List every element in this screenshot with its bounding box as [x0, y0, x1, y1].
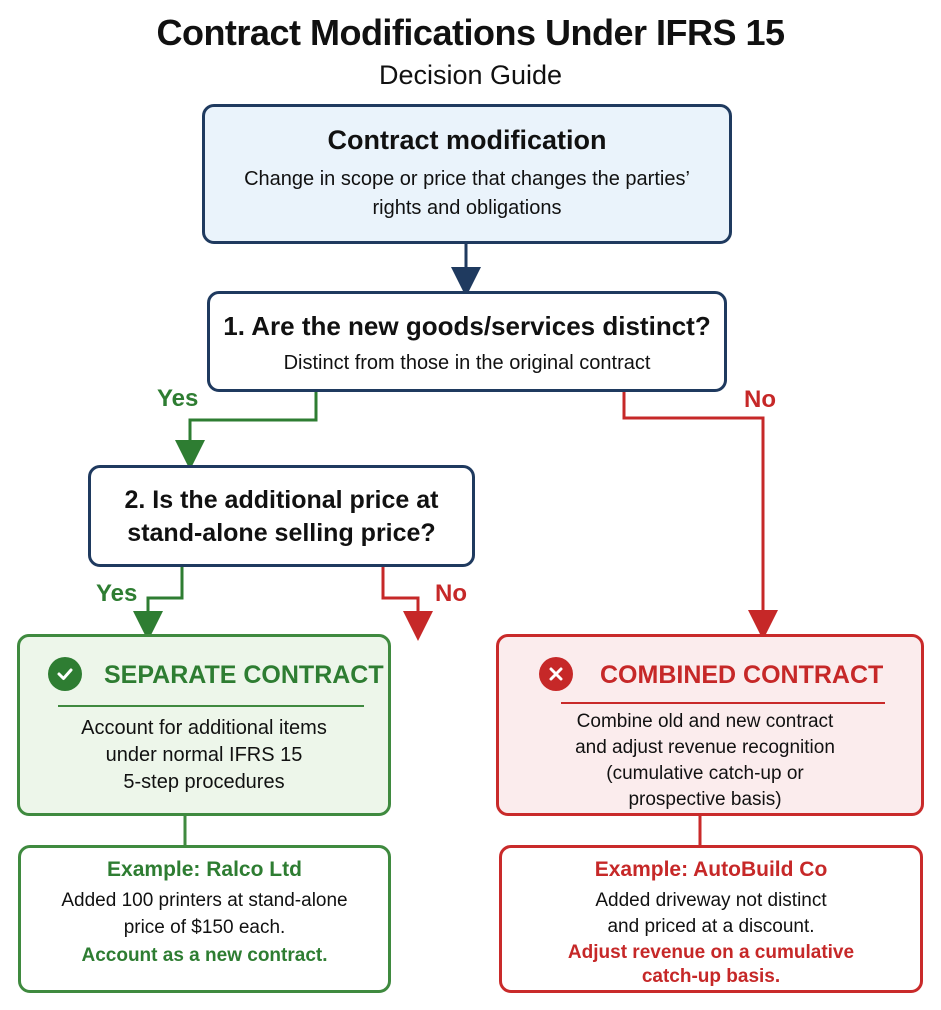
separate-divider — [58, 705, 364, 707]
example-separate-text-line2: price of $150 each. — [123, 917, 286, 938]
separate-text-line2: under normal IFRS 15 — [105, 744, 303, 766]
example-separate-text-line1: Added 100 printers at stand-alone — [61, 890, 348, 911]
page-subtitle: Decision Guide — [378, 60, 563, 90]
combined-text-line4: prospective basis) — [628, 789, 782, 810]
question-2-title-line2: stand-alone selling price? — [127, 519, 436, 547]
example-combined-conclusion-line1: Adjust revenue on a cumulative — [567, 942, 855, 963]
arrow-q1-no — [622, 391, 778, 640]
example-combined-text-line2: and priced at a discount. — [607, 916, 815, 937]
question-1-no-label: No — [744, 386, 776, 413]
separate-text-line1: Account for additional items — [81, 717, 327, 739]
example-combined-conclusion-line2: catch-up basis. — [641, 966, 781, 987]
start-text-line2: rights and obligations — [372, 197, 562, 219]
question-1-yes-label: Yes — [157, 385, 199, 412]
arrow-q1-yes — [175, 391, 318, 470]
question-1-title: 1. Are the new goods/services distinct? — [223, 311, 711, 341]
combined-contract-title: COMBINED CONTRACT — [600, 661, 884, 689]
question-2-no-label: No — [435, 580, 467, 607]
example-combined-box: Example: AutoBuild Co Added driveway not… — [499, 845, 923, 993]
combined-text-line3: (cumulative catch-up or — [606, 763, 804, 784]
separate-text-line3: 5-step procedures — [123, 771, 285, 793]
example-separate-conclusion: Account as a new contract. — [81, 945, 328, 966]
separate-contract-title: SEPARATE CONTRACT — [104, 661, 384, 689]
example-combined-title: Example: AutoBuild Co — [594, 858, 828, 881]
question-1-box: 1. Are the new goods/services distinct? … — [207, 291, 727, 392]
question-2-title-line1: 2. Is the additional price at — [124, 486, 439, 514]
example-separate-title: Example: Ralco Ltd — [107, 858, 302, 881]
question-2-box: 2. Is the additional price at stand-alon… — [88, 465, 475, 567]
arrow-q2-no — [381, 566, 433, 641]
combined-text-line2: and adjust revenue recognition — [575, 737, 835, 758]
check-icon — [48, 657, 82, 691]
start-title: Contract modification — [327, 125, 607, 155]
x-icon — [539, 657, 573, 691]
combined-contract-text: Combine old and new contract and adjust … — [499, 709, 911, 813]
combined-divider — [561, 702, 885, 704]
question-1-text: Distinct from those in the original cont… — [283, 352, 651, 374]
separate-contract-text: Account for additional items under norma… — [20, 715, 388, 796]
arrow-q2-yes — [133, 566, 184, 641]
combined-text-line1: Combine old and new contract — [576, 711, 834, 732]
example-combined-text-line1: Added driveway not distinct — [595, 890, 827, 911]
start-text-line1: Change in scope or price that changes th… — [244, 168, 690, 190]
page-title: Contract Modifications Under IFRS 15 — [156, 12, 785, 53]
combined-contract-box: COMBINED CONTRACT Combine old and new co… — [496, 634, 924, 816]
separate-contract-box: SEPARATE CONTRACT Account for additional… — [17, 634, 391, 816]
start-box: Contract modification Change in scope or… — [202, 104, 732, 244]
example-separate-box: Example: Ralco Ltd Added 100 printers at… — [18, 845, 391, 993]
question-2-yes-label: Yes — [96, 580, 138, 607]
